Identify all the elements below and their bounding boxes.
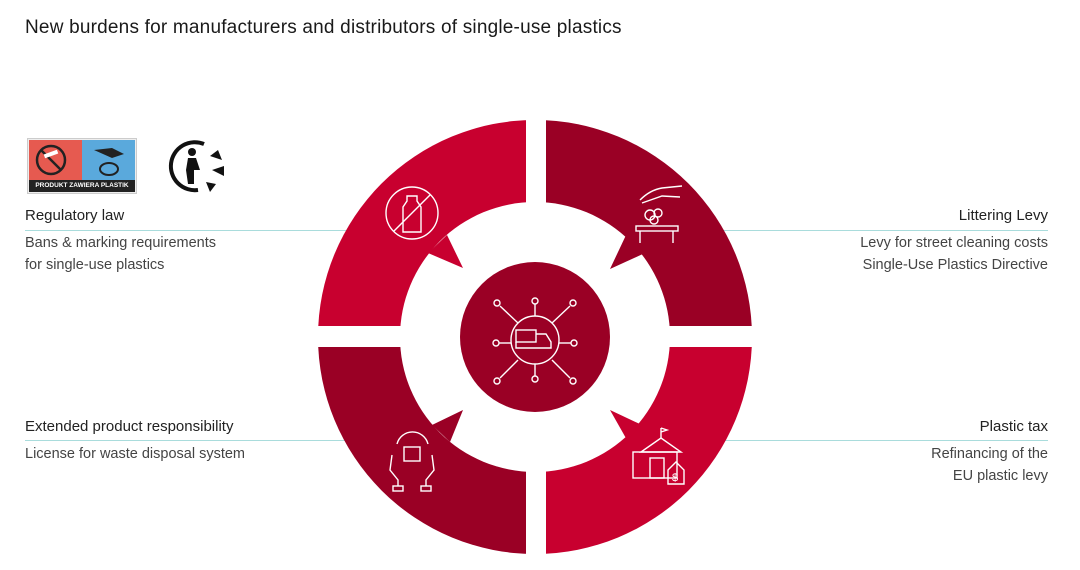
regulatory-description: Bans & marking requirements for single-u… [25,232,216,276]
divider-regulatory [25,230,355,231]
littering-heading: Littering Levy [958,207,1048,224]
pointer-regulatory [428,235,463,268]
plastic-marking-label-icon: PRODUKT ZAWIERA PLASTIK [27,138,137,194]
center-circle [460,262,610,412]
description-line: Refinancing of the [931,446,1048,462]
no-plastic-bottle-icon [385,186,439,240]
pointer-littering [610,233,645,269]
pointer-epr [432,410,463,442]
description-line: License for waste disposal system [25,446,246,462]
regulatory-heading: Regulatory law [25,207,125,224]
network-truck-globe-icon [492,297,578,385]
tax-description: Refinancing of the EU plastic levy [931,443,1048,487]
badge-text: PRODUKT ZAWIERA PLASTIK [29,180,135,192]
svg-text:$: $ [672,472,678,484]
description-line: Single-Use Plastics Directive [862,257,1048,273]
triman-recycling-icon [168,140,224,193]
hands-holding-box-icon [389,431,435,492]
hand-dropping-litter-icon [635,185,683,243]
littering-description: Levy for street cleaning costs Single-Us… [860,232,1048,276]
pointer-tax [610,410,642,440]
divider-tax [720,440,1048,441]
divider-littering [720,230,1048,231]
divider-epr [25,440,355,441]
description-line: Levy for street cleaning costs [860,235,1048,251]
government-building-money-icon: $ [632,427,685,485]
tax-heading: Plastic tax [979,418,1048,435]
epr-heading: Extended product responsibility [25,418,234,435]
description-line: EU plastic levy [952,468,1048,484]
epr-description: License for waste disposal system [25,443,245,465]
page-title: New burdens for manufacturers and distri… [25,17,622,38]
description-line: for single-use plastics [25,257,165,273]
description-line: Bans & marking requirements [25,235,216,251]
